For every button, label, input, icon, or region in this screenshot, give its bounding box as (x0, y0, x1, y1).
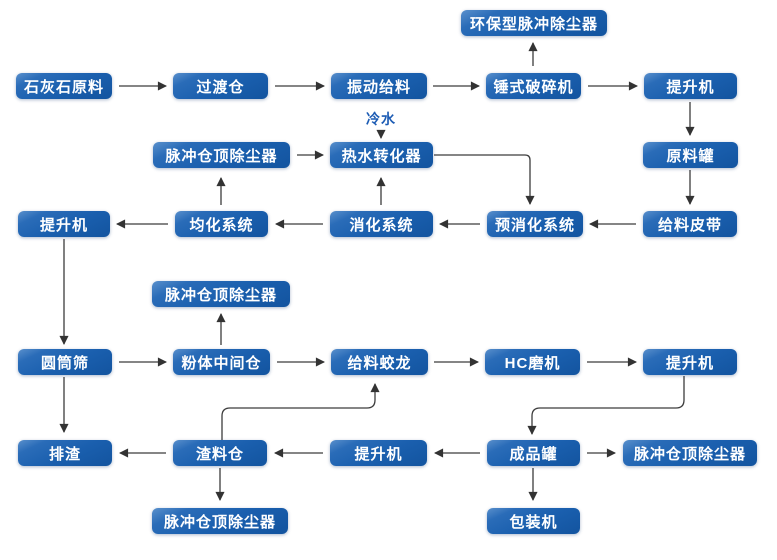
node-hot-water-converter: 热水转化器 (330, 142, 433, 168)
node-slag-bin: 渣料仓 (173, 440, 267, 466)
node-pre-digestion-system: 预消化系统 (487, 211, 583, 237)
cold-water-label: 冷水 (366, 111, 396, 127)
node-drum-screen: 圆筒筛 (18, 349, 112, 375)
edge-hot-water-to-pre-digestion (434, 154, 535, 206)
node-homogenizing-system: 均化系统 (175, 211, 268, 237)
node-vibrating-feeder: 振动给料 (331, 73, 427, 99)
node-elevator-left: 提升机 (18, 211, 110, 237)
node-transfer-bin: 过渡仓 (173, 73, 268, 99)
edge-elevator-mill-to-product-tank (527, 376, 685, 436)
node-raw-material-tank: 原料罐 (643, 142, 738, 168)
node-digestion-system: 消化系统 (330, 211, 433, 237)
node-product-tank: 成品罐 (487, 440, 580, 466)
node-powder-middle-bin: 粉体中间仓 (173, 349, 270, 375)
node-feeding-belt: 给料皮带 (643, 211, 737, 237)
node-eco-pulse-collector: 环保型脉冲除尘器 (461, 10, 607, 36)
node-pulse-bin-collector-4: 脉冲仓顶除尘器 (152, 508, 288, 534)
node-hc-mill: HC磨机 (485, 349, 580, 375)
node-elevator-bottom: 提升机 (330, 440, 427, 466)
node-limestone-raw: 石灰石原料 (16, 73, 112, 99)
node-feeding-auger: 给料蛟龙 (331, 349, 428, 375)
node-pulse-bin-collector-2: 脉冲仓顶除尘器 (152, 281, 290, 307)
node-pulse-bin-collector-1: 脉冲仓顶除尘器 (153, 142, 290, 168)
node-packing-machine: 包装机 (487, 508, 580, 534)
node-elevator-mill: 提升机 (643, 349, 737, 375)
node-hammer-crusher: 锤式破碎机 (486, 73, 581, 99)
node-elevator-top: 提升机 (644, 73, 737, 99)
edge-slag-bin-to-feeding-auger (221, 382, 380, 440)
node-pulse-bin-collector-3: 脉冲仓顶除尘器 (623, 440, 757, 466)
node-slag-discharge: 排渣 (18, 440, 112, 466)
